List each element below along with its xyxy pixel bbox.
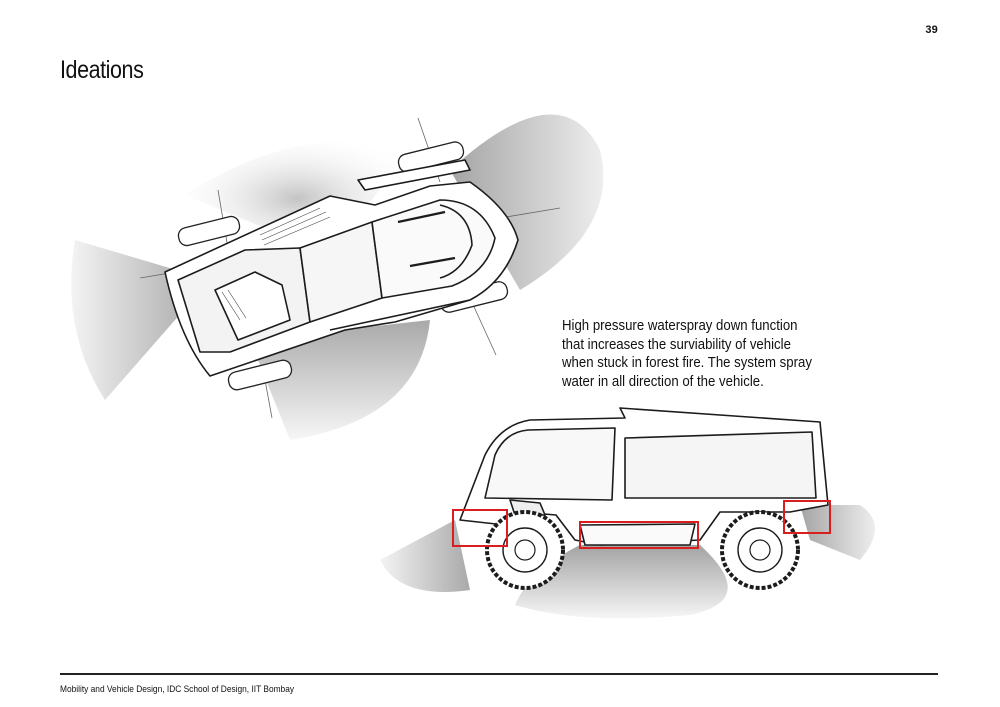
footer-divider — [60, 673, 938, 675]
page-title: Ideations — [60, 56, 144, 84]
highlight-box-rear — [783, 500, 831, 534]
spray-zone-right — [450, 114, 604, 290]
spray-zone-rear — [800, 505, 875, 560]
caption-line-1: High pressure waterspray down function — [562, 317, 798, 334]
side-view-sketch — [380, 407, 875, 619]
spray-zone-front — [380, 520, 470, 592]
page-number: 39 — [925, 24, 938, 36]
caption-line-3: when stuck in forest fire. The system sp… — [562, 354, 812, 371]
sketch-caption: High pressure waterspray down function t… — [562, 317, 826, 391]
footer-text: Mobility and Vehicle Design, IDC School … — [60, 684, 295, 695]
caption-line-4: water in all direction of the vehicle. — [562, 372, 764, 390]
highlight-box-under — [579, 521, 699, 549]
caption-line-2: that increases the surviability of vehic… — [562, 335, 791, 353]
top-view-sketch — [71, 114, 604, 440]
spray-zone-top — [185, 141, 410, 255]
highlight-box-front — [452, 509, 508, 547]
spray-zone-under — [515, 545, 728, 619]
spray-zone-bottom — [250, 320, 430, 440]
